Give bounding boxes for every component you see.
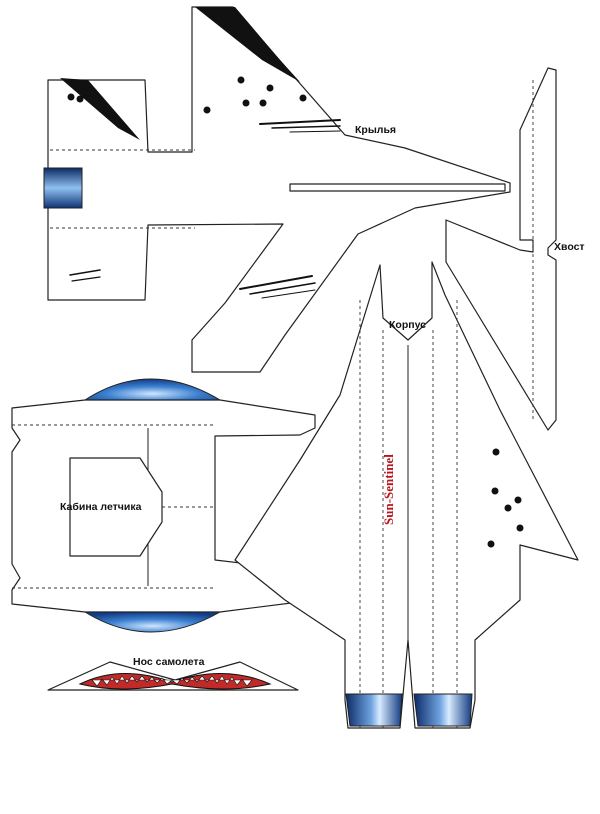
nose-teeth [91,675,253,687]
fuselage-label: Корпус [389,319,426,331]
canopy-glass-top [83,378,222,401]
cockpit-part: Кабина летчика [11,378,316,633]
fuselage-engine-right [413,693,473,727]
canopy-glass-bottom [83,611,222,633]
wings-part: Крылья [43,6,511,373]
brand-logo: Sun-Sentinel [381,454,396,525]
wing-dots [67,76,307,114]
cockpit-label: Кабина летчика [60,501,142,513]
wings-label: Крылья [355,124,396,136]
fuselage-dots [487,448,524,548]
fuselage-engine-left [345,693,403,727]
tail-outline [445,67,557,431]
tail-part: Хвост [445,67,585,431]
wing-tip-stripe [195,7,300,82]
nose-part: Нос самолета [47,656,299,691]
cockpit-inner-tab [69,457,163,557]
fuselage-part: Корпус Sun-Sentinel [234,261,579,729]
fuselage-outline [234,261,579,729]
nose-label: Нос самолета [133,656,205,668]
speed-streaks [69,119,341,299]
wing-tip-stripe [60,78,140,140]
wing-engine-nozzle [43,167,83,209]
wings-slot [289,183,506,192]
tail-label: Хвост [554,241,585,253]
